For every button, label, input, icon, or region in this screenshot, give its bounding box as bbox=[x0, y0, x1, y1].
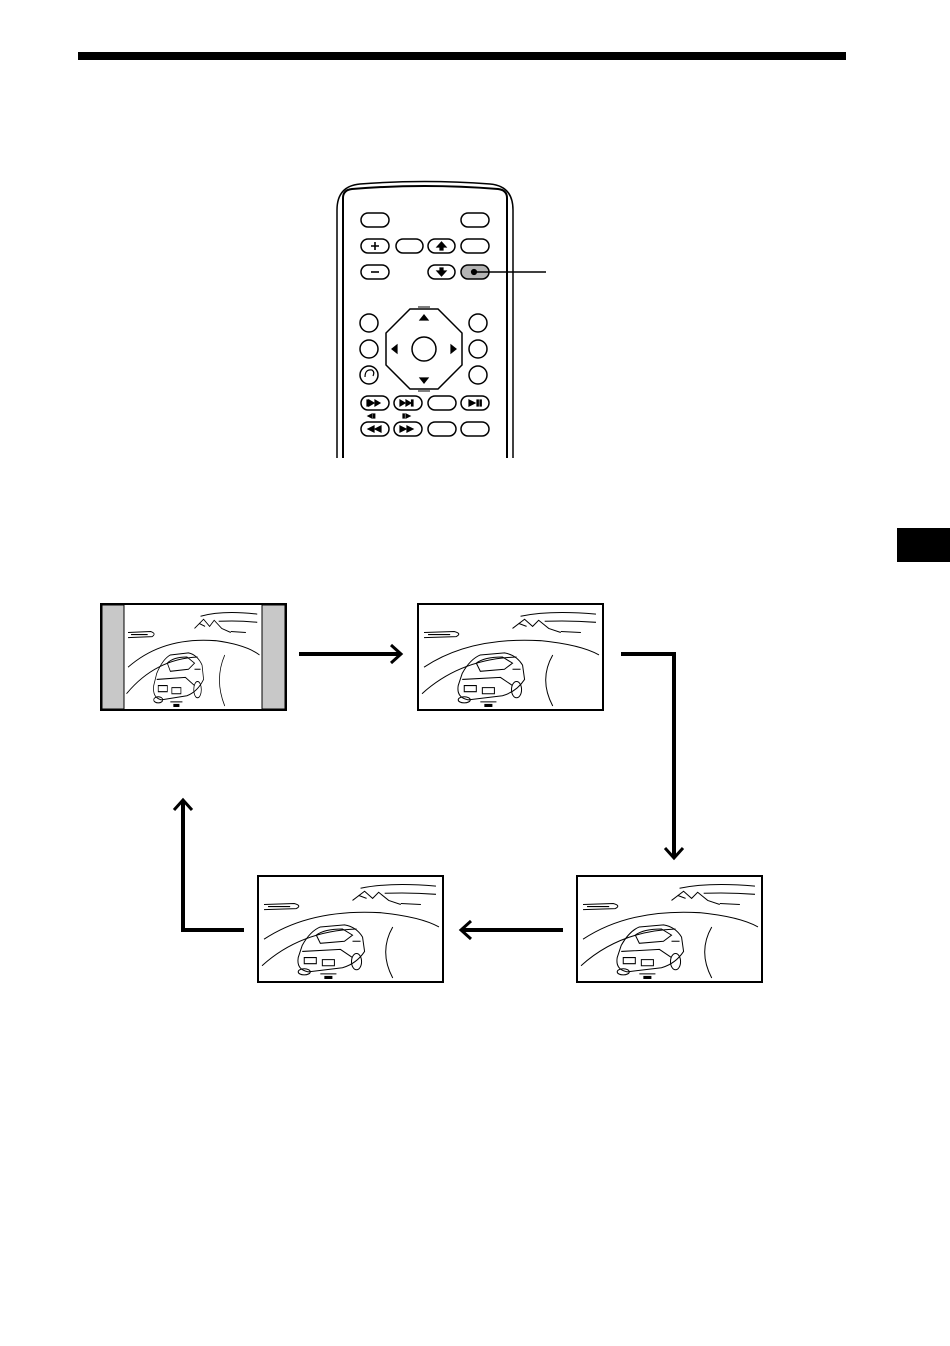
arrow-right-icon bbox=[299, 645, 401, 663]
left-button-2[interactable] bbox=[360, 340, 378, 358]
return-button[interactable] bbox=[360, 366, 378, 384]
power-button[interactable] bbox=[361, 213, 389, 227]
arrow-left-icon bbox=[461, 921, 563, 939]
screen-4-3-pillarbox bbox=[101, 604, 286, 710]
right-button-2[interactable] bbox=[469, 340, 487, 358]
arrow-down-connector-icon bbox=[621, 654, 683, 858]
next-icon bbox=[400, 400, 413, 406]
right-button-1[interactable] bbox=[469, 314, 487, 332]
screen-zoom bbox=[577, 876, 762, 982]
screen-wide bbox=[258, 876, 443, 982]
left-button-1[interactable] bbox=[360, 314, 378, 332]
enter-button[interactable] bbox=[412, 337, 436, 361]
arrow-up-connector-icon bbox=[174, 800, 244, 930]
right-button-3[interactable] bbox=[469, 366, 487, 384]
source-button[interactable] bbox=[461, 213, 489, 227]
list-button[interactable] bbox=[461, 239, 489, 253]
mode-button[interactable] bbox=[396, 239, 423, 253]
blank-button-3[interactable] bbox=[461, 422, 489, 436]
blank-button-1[interactable] bbox=[428, 396, 456, 410]
indicator-dot-icon bbox=[472, 270, 477, 275]
screen-full bbox=[418, 604, 603, 710]
blank-button-2[interactable] bbox=[428, 422, 456, 436]
